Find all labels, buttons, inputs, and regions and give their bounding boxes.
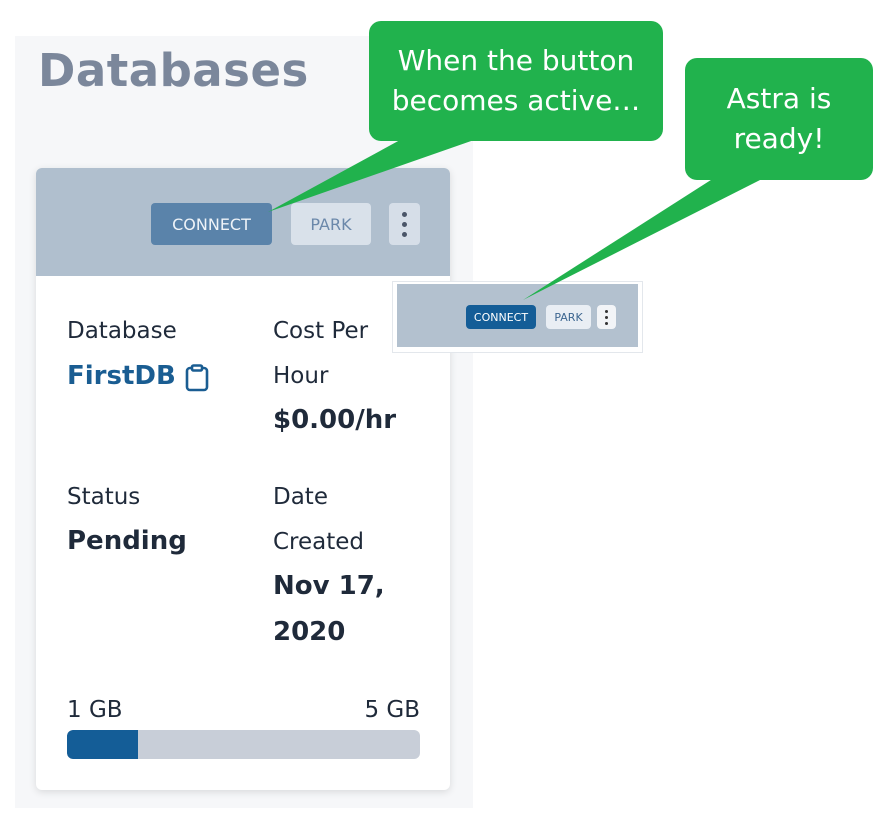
callout-second-line1: Astra is — [726, 82, 832, 115]
storage-total-label: 5 GB — [364, 697, 420, 723]
connect-button[interactable]: CONNECT — [151, 203, 272, 245]
database-label: Database — [67, 318, 177, 344]
clipboard-icon[interactable] — [184, 364, 210, 392]
database-card: CONNECT PARK Database FirstDB Cost Per H… — [36, 168, 450, 790]
cost-value: $0.00/hr — [273, 405, 397, 435]
park-button-small[interactable]: PARK — [546, 305, 591, 329]
kebab-menu-icon — [402, 211, 407, 237]
connect-button-active[interactable]: CONNECT — [466, 305, 536, 329]
date-label-line1: Date — [273, 484, 328, 510]
inset-card-header: CONNECT PARK — [397, 284, 638, 347]
page-title: Databases — [38, 44, 309, 97]
kebab-menu-icon — [605, 309, 608, 325]
cost-label-line2: Hour — [273, 363, 329, 389]
date-label-line2: Created — [273, 529, 365, 555]
more-options-button-small[interactable] — [597, 305, 616, 329]
callout-button-active: When the button becomes active… — [369, 21, 663, 141]
active-buttons-inset: CONNECT PARK — [392, 281, 643, 353]
cost-label-line1: Cost Per — [273, 318, 369, 344]
storage-progress-fill — [67, 730, 138, 759]
card-header: CONNECT PARK — [36, 168, 450, 276]
status-value: Pending — [67, 526, 187, 556]
date-value-line1: Nov 17, — [273, 571, 385, 601]
callout-first-line2: becomes active… — [391, 84, 641, 117]
more-options-button[interactable] — [389, 203, 420, 245]
callout-second-line2: ready! — [733, 122, 825, 155]
callout-astra-ready: Astra is ready! — [685, 58, 873, 180]
storage-progress-bar — [67, 730, 420, 759]
park-button[interactable]: PARK — [291, 203, 371, 245]
callout-first-line1: When the button — [397, 44, 635, 77]
database-name-link[interactable]: FirstDB — [67, 361, 176, 391]
storage-used-label: 1 GB — [67, 697, 123, 723]
status-label: Status — [67, 484, 141, 510]
date-value-line2: 2020 — [273, 617, 346, 647]
